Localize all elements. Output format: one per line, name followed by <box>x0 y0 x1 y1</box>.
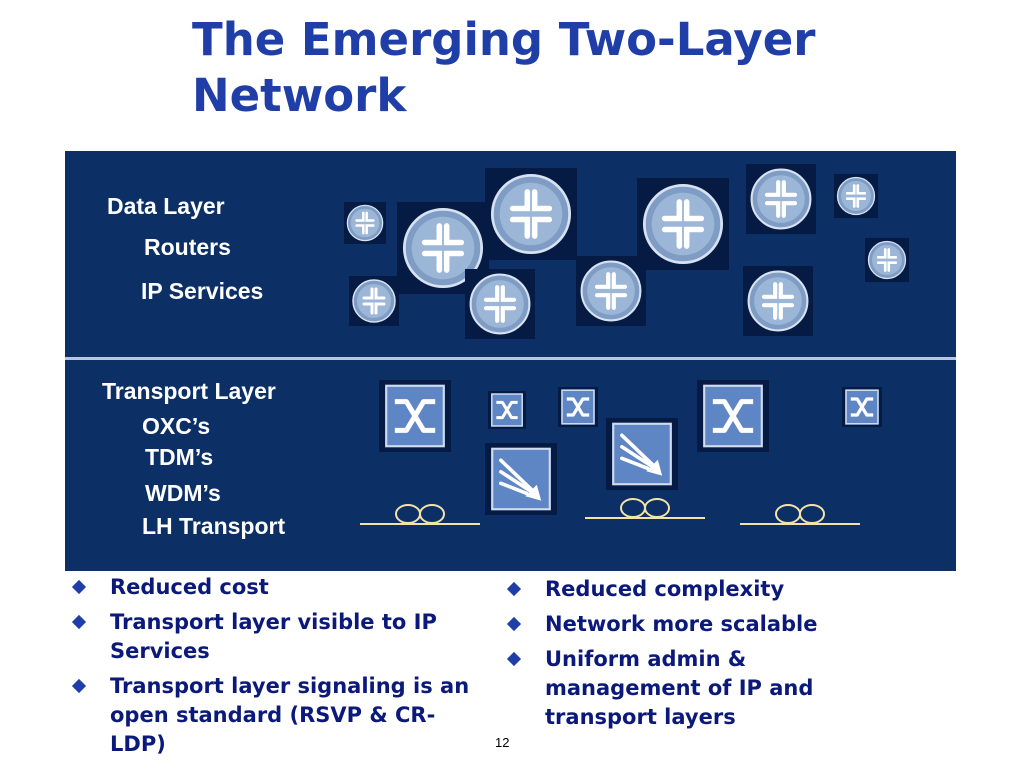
fiber-link-icon <box>360 500 480 526</box>
benefits-list-left: Reduced cost Transport layer visible to … <box>70 573 480 765</box>
router-icon <box>344 202 386 244</box>
layer-divider <box>65 357 956 360</box>
data-layer-heading: Data Layer <box>107 193 225 219</box>
optical-crossconnect-icon <box>697 378 769 454</box>
router-icon <box>746 164 816 234</box>
list-item: Reduced cost <box>70 573 480 602</box>
router-icon <box>397 202 489 294</box>
router-icon <box>834 174 878 218</box>
router-icon <box>349 276 399 326</box>
benefits-list-right: Reduced complexity Network more scalable… <box>505 575 865 738</box>
optical-crossconnect-icon <box>558 386 598 428</box>
transport-layer-item-oxc: OXC’s <box>142 413 211 439</box>
router-icon <box>865 238 909 282</box>
transport-layer-item-tdm: TDM’s <box>145 444 214 470</box>
list-item: Uniform admin & management of IP and tra… <box>505 645 865 732</box>
fiber-link-icon <box>585 494 705 520</box>
optical-crossconnect-icon <box>842 386 882 428</box>
router-icon <box>576 256 646 326</box>
page-number: 12 <box>495 735 510 750</box>
list-item: Network more scalable <box>505 610 865 639</box>
list-item: Transport layer signaling is an open sta… <box>70 672 480 759</box>
router-icon <box>465 269 535 339</box>
wdm-mux-icon <box>606 417 678 491</box>
transport-layer-heading: Transport Layer <box>102 378 276 404</box>
data-layer-item-ip-services: IP Services <box>141 278 264 304</box>
wdm-mux-icon <box>485 442 557 516</box>
data-layer-item-routers: Routers <box>144 234 231 260</box>
router-icon <box>637 178 729 270</box>
list-item: Transport layer visible to IP Services <box>70 608 480 666</box>
transport-layer-item-wdm: WDM’s <box>145 480 221 506</box>
fiber-link-icon <box>740 500 860 526</box>
optical-crossconnect-icon <box>379 378 451 454</box>
transport-layer-item-lh-transport: LH Transport <box>142 513 286 539</box>
optical-crossconnect-icon <box>488 390 526 430</box>
slide-title: The Emerging Two-Layer Network <box>192 13 816 122</box>
router-icon <box>485 168 577 260</box>
list-item: Reduced complexity <box>505 575 865 604</box>
router-icon <box>743 266 813 336</box>
